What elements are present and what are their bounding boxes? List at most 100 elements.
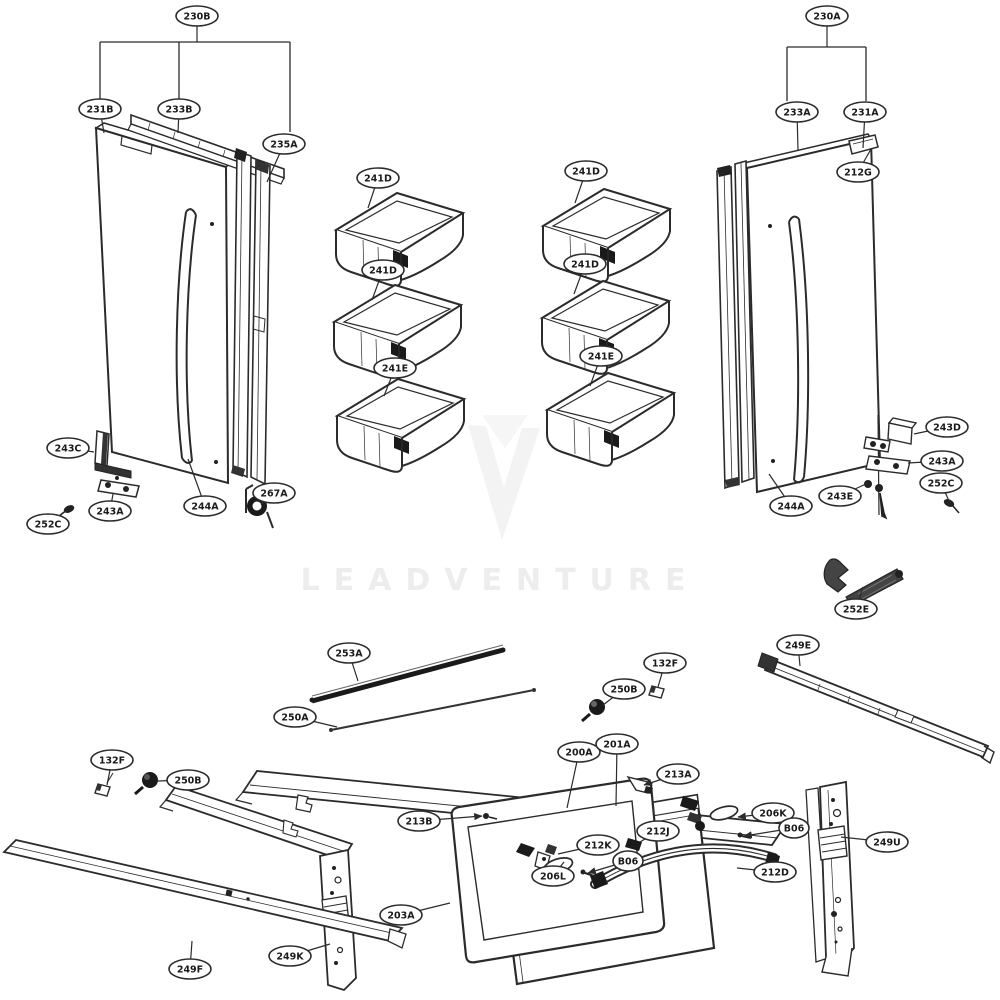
- part-label-249e: 249E: [776, 634, 820, 667]
- part-label-132f: 132F: [90, 749, 134, 786]
- svg-text:243C: 243C: [55, 444, 82, 455]
- screw-b06-left: [580, 869, 595, 877]
- door-bin: [546, 372, 675, 467]
- drawer-rail-left-lower: [2, 839, 407, 949]
- labels-layer: 230B 231B 233B 235A 230A 233A 231A 212G 241D 241D…: [26, 5, 969, 980]
- right-door: [742, 133, 882, 494]
- svg-text:249U: 249U: [873, 838, 901, 849]
- part-label-243e: 243E: [818, 482, 869, 507]
- left-hinge-bracket: [94, 430, 132, 479]
- svg-text:243A: 243A: [96, 507, 124, 518]
- part-label-233b: 233B: [157, 98, 201, 134]
- svg-text:267A: 267A: [260, 489, 288, 500]
- svg-text:212D: 212D: [761, 868, 789, 879]
- part-label-253a: 253A: [327, 642, 371, 682]
- svg-text:213A: 213A: [664, 770, 692, 781]
- part-label-267a: 267A: [252, 482, 296, 506]
- part-label-235a: 235A: [262, 133, 306, 183]
- svg-text:249K: 249K: [276, 952, 304, 963]
- part-label-244a: 244A: [183, 458, 227, 517]
- svg-text:230A: 230A: [813, 12, 841, 23]
- part-label-252e: 252E: [834, 586, 878, 620]
- part-label-241d: 241D: [564, 160, 608, 204]
- part-label-212d: 212D: [736, 861, 797, 883]
- svg-text:241D: 241D: [369, 266, 397, 277]
- hinge-parts-center: [680, 796, 705, 831]
- part-label-249k: 249K: [268, 943, 331, 967]
- right-hinge-assembly: [863, 414, 918, 520]
- part-label-252c: 252C: [919, 472, 963, 502]
- knob-250b-top: [581, 699, 605, 723]
- right-door-gasket: [716, 159, 755, 490]
- svg-text:206L: 206L: [540, 872, 566, 883]
- svg-text:132F: 132F: [652, 659, 678, 670]
- svg-text:212G: 212G: [844, 168, 872, 179]
- part-label-243d: 243D: [913, 416, 969, 438]
- svg-text:252C: 252C: [928, 479, 955, 490]
- svg-text:250B: 250B: [610, 685, 637, 696]
- svg-text:241D: 241D: [364, 174, 392, 185]
- left-hinge-plate: [97, 476, 140, 498]
- svg-text:250B: 250B: [174, 776, 201, 787]
- svg-text:B06: B06: [618, 857, 639, 868]
- right-screw: [943, 499, 960, 514]
- torsion-rod-dark: [309, 644, 506, 704]
- part-label-213a: 213A: [643, 763, 700, 787]
- part-label-231b: 231B: [78, 98, 122, 134]
- bracket-lines: [99, 41, 867, 132]
- part-label-241d: 241D: [563, 253, 607, 295]
- drawer-rail-right-upper: [757, 652, 995, 765]
- part-label-206l: 206L: [531, 861, 575, 887]
- svg-text:243D: 243D: [933, 423, 961, 434]
- part-label-244a: 244A: [768, 473, 813, 517]
- part-label-250b: 250B: [156, 769, 210, 791]
- part-label-241d: 241D: [356, 167, 400, 209]
- clip-132f-bottom: [94, 772, 114, 797]
- svg-text:244A: 244A: [777, 502, 805, 513]
- svg-text:252E: 252E: [843, 605, 869, 616]
- part-212j: [625, 838, 642, 851]
- door-bin: [542, 188, 671, 283]
- svg-text:249F: 249F: [177, 965, 203, 976]
- part-label-206k: 206K: [737, 802, 795, 824]
- part-label-203a: 203A: [379, 902, 451, 926]
- svg-text:230B: 230B: [183, 12, 210, 23]
- part-label-212j: 212J: [636, 820, 680, 843]
- part-label-241e: 241E: [373, 357, 417, 397]
- svg-text:241D: 241D: [571, 260, 599, 271]
- left-door-mullion: [250, 158, 271, 486]
- svg-text:235A: 235A: [270, 140, 298, 151]
- svg-text:212J: 212J: [646, 827, 669, 838]
- right-drawer-bracket: [805, 780, 855, 977]
- svg-text:231B: 231B: [86, 105, 113, 116]
- part-label-b06: B06: [743, 817, 810, 839]
- door-stop-grommet: [245, 484, 274, 529]
- svg-text:132F: 132F: [99, 756, 125, 767]
- part-label-252c: 252C: [26, 510, 70, 535]
- svg-text:233B: 233B: [165, 105, 192, 116]
- svg-text:243E: 243E: [827, 492, 853, 503]
- part-label-212k: 212K: [557, 834, 620, 856]
- door-bin: [336, 378, 465, 473]
- left-door: [94, 122, 235, 485]
- screw-213b: [483, 813, 498, 820]
- svg-text:203A: 203A: [387, 911, 415, 922]
- svg-text:B06: B06: [784, 824, 805, 835]
- svg-text:212K: 212K: [584, 841, 612, 852]
- part-label-249f: 249F: [168, 940, 212, 980]
- svg-text:241D: 241D: [572, 167, 600, 178]
- torsion-rod-thin: [329, 688, 536, 732]
- drawer-handle: [590, 843, 780, 889]
- svg-text:249E: 249E: [785, 641, 811, 652]
- svg-text:231A: 231A: [851, 108, 879, 119]
- part-label-233a: 233A: [775, 101, 819, 151]
- svg-text:252C: 252C: [35, 520, 62, 531]
- part-label-241d: 241D: [361, 259, 405, 301]
- part-label-212g: 212G: [836, 148, 880, 183]
- svg-text:233A: 233A: [783, 108, 811, 119]
- svg-text:206K: 206K: [759, 809, 787, 820]
- part-label-241e: 241E: [579, 345, 623, 387]
- part-label-249u: 249U: [840, 831, 909, 853]
